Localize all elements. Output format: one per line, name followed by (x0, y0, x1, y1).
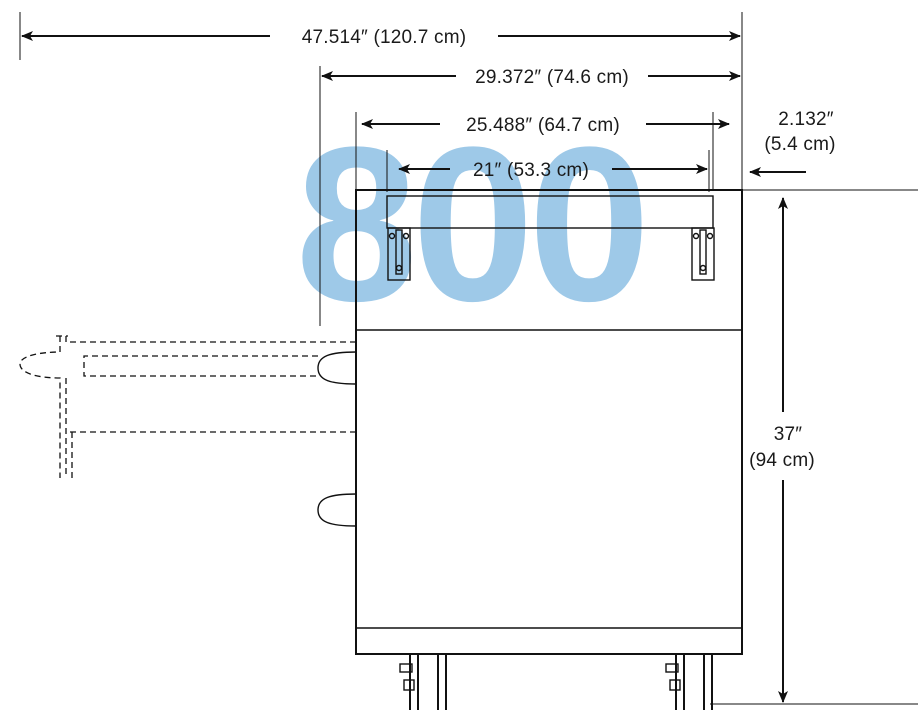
dim-offset-cm: (5.4 cm) (764, 134, 835, 155)
dim-height: 37″ (94 cm) (710, 189, 918, 705)
casters (399, 654, 713, 710)
dim-inner-width-label: 21″ (53.3 cm) (473, 160, 589, 181)
bracket-right (691, 227, 715, 281)
handle-lower (317, 493, 357, 527)
cabinet-body (317, 189, 743, 655)
dim-offset: 2.132″ (5.4 cm) (749, 109, 835, 177)
dim-top-depth: 25.488″ (64.7 cm) (355, 112, 730, 190)
watermark-text: 800 (295, 101, 644, 347)
dim-top-depth-label: 25.488″ (64.7 cm) (466, 115, 620, 136)
dim-height-cm: (94 cm) (749, 450, 815, 471)
dim-overall-width-label: 47.514″ (120.7 cm) (302, 27, 467, 48)
caster-left (399, 654, 447, 710)
bracket-left (387, 227, 411, 281)
dim-cabinet-depth: 29.372″ (74.6 cm) (319, 66, 741, 326)
dim-cabinet-depth-label: 29.372″ (74.6 cm) (475, 67, 629, 88)
handle-upper (317, 351, 357, 385)
dim-inner-width: 21″ (53.3 cm) (386, 150, 710, 192)
dim-offset-inch: 2.132″ (778, 109, 834, 130)
dim-overall-width: 47.514″ (120.7 cm) (19, 12, 743, 190)
extended-drawer-dashed (19, 335, 356, 478)
dim-height-inch: 37″ (774, 424, 803, 445)
caster-right (665, 654, 713, 710)
